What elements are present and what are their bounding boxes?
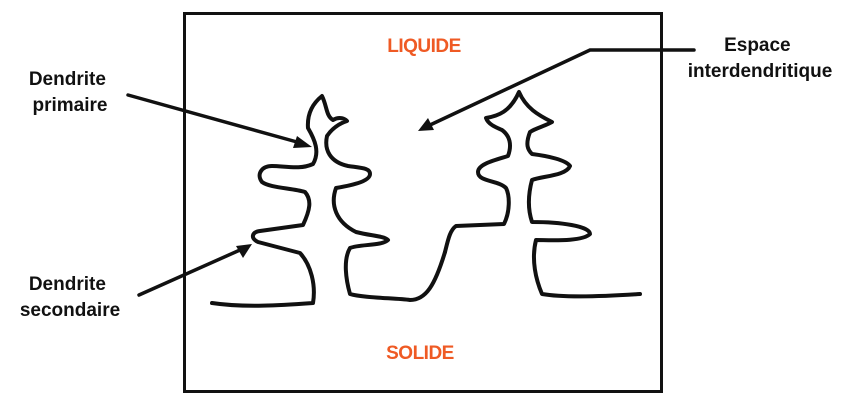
secondary-dendrite-arrow [137,244,252,297]
liquid-phase-label: LIQUIDE [387,36,461,57]
interdendritic-space-arrow [418,48,696,131]
solid-phase-label: SOLIDE [386,343,454,364]
secondary-dendrite-label: Dendrite secondaire [20,274,120,321]
interdendritic-space-label-line2: interdendritique [688,61,833,82]
right-dendrite-outline [443,90,642,299]
secondary-dendrite-label-line1: Dendrite [29,274,106,295]
secondary-dendrite-label-line2: secondaire [20,300,120,321]
primary-dendrite-label: Dendrite primaire [29,69,111,116]
primary-dendrite-arrow [126,93,312,148]
interdendritic-space-label: Espace interdendritique [688,35,833,82]
primary-dendrite-label-line1: Dendrite [29,69,106,90]
left-dendrite-outline [210,94,447,308]
primary-dendrite-label-line2: primaire [33,95,108,116]
interdendritic-space-label-line1: Espace [724,35,791,56]
diagram-frame [183,12,663,393]
